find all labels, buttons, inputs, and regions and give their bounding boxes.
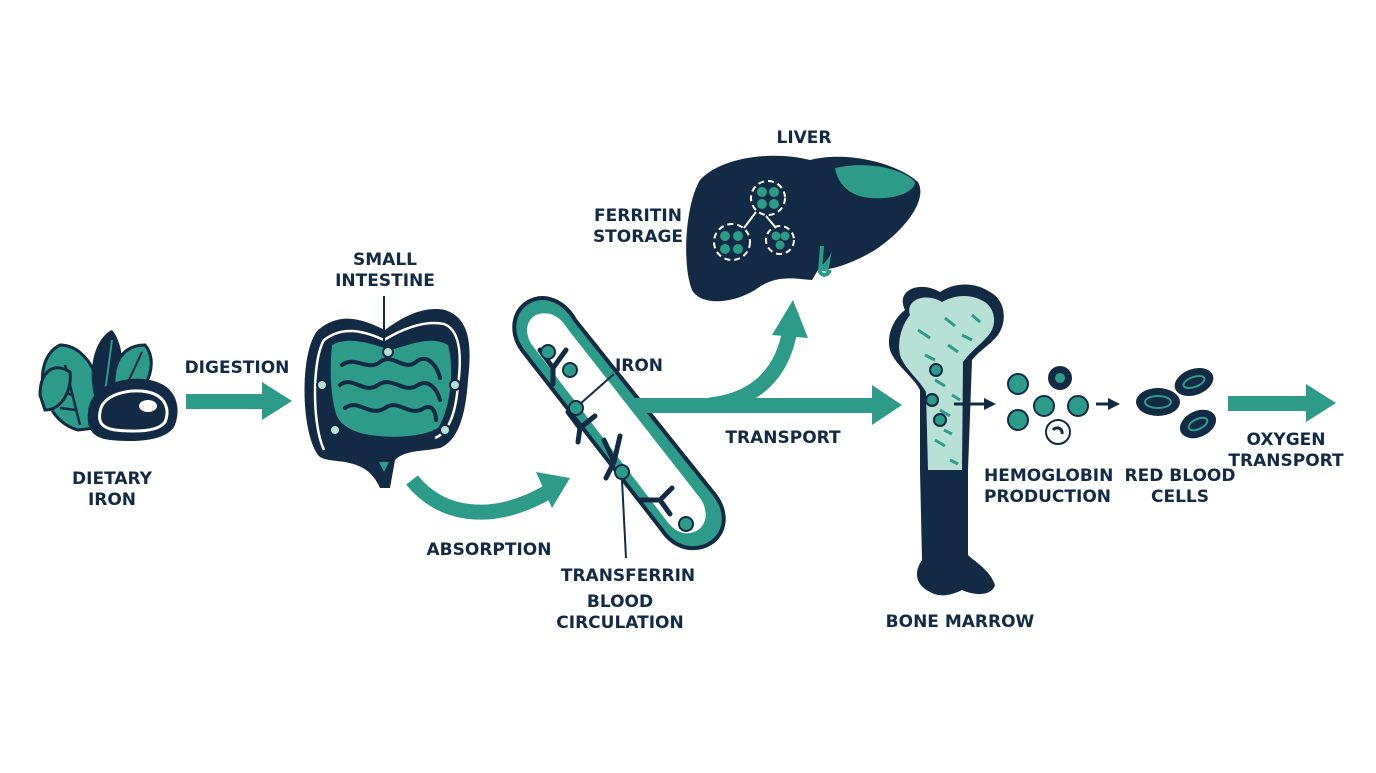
iron-label-text: IRON: [614, 356, 664, 376]
small-intestine-label-line1: SMALL: [353, 250, 417, 270]
small-intestine-label-line2: INTESTINE: [335, 271, 435, 291]
red-blood-cells-label-line2: CELLS: [1151, 487, 1209, 507]
liver-label-text: LIVER: [776, 128, 832, 148]
ferritin-storage-label-line1: FERRITIN: [594, 206, 682, 226]
red-blood-cells-label-line1: RED BLOOD: [1124, 466, 1236, 486]
dietary-iron-label-line2: IRON: [87, 490, 137, 510]
digestion-label-text: DIGESTION: [184, 358, 290, 378]
absorption-label: ABSORPTION: [424, 540, 554, 561]
oxygen-transport-label: OXYGEN TRANSPORT: [1226, 430, 1346, 472]
liver-icon: [686, 155, 921, 302]
blood-circulation-label: BLOOD CIRCULATION: [550, 592, 690, 634]
hemoglobin-production-label: HEMOGLOBIN PRODUCTION: [984, 466, 1114, 508]
arrow-icon: [1096, 398, 1120, 410]
transferrin-label: TRANSFERRIN: [560, 566, 696, 587]
bone-icon: [888, 284, 1004, 596]
blood-cell-icon: [1007, 366, 1089, 445]
arrow-icon: [634, 385, 902, 425]
transferrin-molecule-icon: [537, 347, 675, 517]
blood-vessel-icon: [512, 296, 726, 551]
arrow-icon: [186, 382, 292, 420]
oxygen-transport-label-line2: TRANSPORT: [1228, 451, 1344, 471]
iron-label: IRON: [612, 356, 666, 377]
ferritin-cluster-icon: [713, 180, 795, 261]
arrow-icon: [406, 472, 570, 520]
digestion-label: DIGESTION: [180, 358, 294, 379]
small-intestine-icon: [304, 296, 470, 488]
ferritin-storage-label: FERRITIN STORAGE: [588, 206, 688, 248]
blood-circulation-label-line2: CIRCULATION: [556, 613, 684, 633]
arrow-icon: [708, 300, 808, 413]
arrow-icon: [1228, 384, 1336, 422]
arrow-icon: [954, 398, 996, 410]
blood-circulation-label-line1: BLOOD: [586, 592, 654, 612]
ferritin-storage-label-line2: STORAGE: [592, 227, 684, 247]
dietary-iron-label-line1: DIETARY: [72, 469, 152, 489]
meat-steak-icon: [87, 378, 178, 442]
hemoglobin-production-label-line1: HEMOGLOBIN: [984, 466, 1114, 486]
iron-particle-icon: [540, 344, 694, 532]
dietary-iron-label: DIETARY IRON: [70, 469, 154, 511]
bone-marrow-label-text: BONE MARROW: [885, 612, 1035, 632]
bone-marrow-label: BONE MARROW: [884, 612, 1036, 633]
transferrin-label-text: TRANSFERRIN: [560, 566, 696, 586]
red-blood-cells-label: RED BLOOD CELLS: [1124, 466, 1236, 508]
red-blood-cell-icon: [1136, 367, 1217, 439]
transport-label: TRANSPORT: [722, 428, 844, 449]
transport-label-text: TRANSPORT: [725, 428, 841, 448]
small-intestine-label: SMALL INTESTINE: [330, 250, 440, 292]
absorption-label-text: ABSORPTION: [426, 540, 552, 560]
liver-label: LIVER: [770, 128, 838, 149]
oxygen-transport-label-line1: OXYGEN: [1246, 430, 1326, 450]
hemoglobin-production-label-line2: PRODUCTION: [984, 487, 1111, 507]
